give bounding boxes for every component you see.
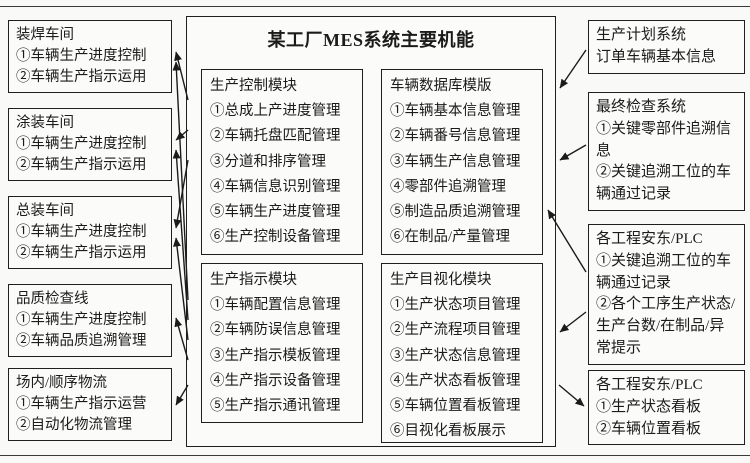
box-item: ①关键追溯工位的车辆通过记录: [596, 252, 732, 291]
mes-main-box: 某工厂MES系统主要机能 生产控制模块 ①总成上产进度管理 ②车辆托盘匹配管理 …: [186, 16, 556, 447]
box-title: 场内/顺序物流: [16, 375, 108, 391]
module-production-control: 生产控制模块 ①总成上产进度管理 ②车辆托盘匹配管理 ③分道和排序管理 ④车辆信…: [201, 69, 363, 255]
box-item: ②各个工序生产状态/生产台数/在制品/异常提示: [596, 296, 736, 356]
module-production-instruction: 生产指示模块 ①车辆配置信息管理 ②车辆防误信息管理 ③生产指示模板管理 ④生产…: [201, 263, 363, 423]
module-production-visualization: 生产目视化模块 ①生产状态项目管理 ②生产流程项目管理 ③生产状态信息管理 ④生…: [381, 263, 543, 443]
box-item: ②车辆生产指示运用: [16, 69, 147, 86]
box-item: ①车辆生产进度控制: [16, 224, 147, 241]
module-item: ③分道和排序管理: [210, 153, 326, 170]
module-item: ①生产状态项目管理: [390, 297, 521, 314]
box-title: 生产计划系统: [596, 27, 687, 43]
module-item: ①车辆基本信息管理: [390, 103, 521, 120]
module-item: ①车辆配置信息管理: [210, 297, 341, 314]
box-title: 总装车间: [16, 203, 74, 219]
module-item: ②车辆番号信息管理: [390, 128, 521, 145]
module-item: ②车辆防误信息管理: [210, 322, 341, 339]
box-final-assembly-shop: 总装车间 ①车辆生产进度控制 ②车辆生产指示运用: [8, 196, 172, 270]
module-item: ⑤车辆生产进度管理: [210, 204, 341, 221]
box-item: ②车辆生产指示运用: [16, 245, 147, 262]
box-item: ①车辆生产指示运营: [16, 396, 147, 413]
bottom-rule: [0, 455, 750, 456]
box-title: 品质检查线: [16, 291, 89, 307]
module-item: ⑥目视化看板展示: [390, 423, 506, 440]
box-item: ②车辆品质追溯管理: [16, 333, 147, 350]
box-item: ②车辆位置看板: [596, 420, 702, 437]
top-rule: [0, 6, 750, 7]
module-item: ④生产状态看板管理: [390, 372, 521, 389]
box-item: ①生产状态看板: [596, 398, 702, 415]
module-item: ③生产指示模板管理: [210, 347, 341, 364]
box-title: 各工程安东/PLC: [596, 231, 703, 247]
box-item: ②车辆生产指示运用: [16, 157, 147, 174]
box-item: ①车辆生产进度控制: [16, 136, 147, 153]
box-item: 订单车辆基本信息: [596, 48, 717, 65]
module-item: ⑤制造品质追溯管理: [390, 204, 521, 221]
box-welding-shop: 装焊车间 ①车辆生产进度控制 ②车辆生产指示运用: [8, 20, 172, 94]
module-item: ⑥在制品/产量管理: [390, 229, 511, 246]
module-item: ③车辆生产信息管理: [390, 153, 521, 170]
module-item: ②生产流程项目管理: [390, 322, 521, 339]
module-item: ④零部件追溯管理: [390, 178, 506, 195]
box-title: 最终检查系统: [596, 99, 687, 115]
box-quality-inspection-line: 品质检查线 ①车辆生产进度控制 ②车辆品质追溯管理: [8, 284, 172, 358]
box-item: ②自动化物流管理: [16, 417, 132, 434]
module-item: ③生产状态信息管理: [390, 347, 521, 364]
module-item: ⑤车辆位置看板管理: [390, 398, 521, 415]
box-andon-plc-kanban: 各工程安东/PLC ①生产状态看板 ②车辆位置看板: [588, 370, 745, 446]
module-item: ①总成上产进度管理: [210, 103, 341, 120]
box-item: ②关键追溯工位的车辆通过记录: [596, 164, 732, 202]
module-title: 生产控制模块: [210, 78, 297, 94]
box-andon-plc-status: 各工程安东/PLC ①关键追溯工位的车辆通过记录 ②各个工序生产状态/生产台数/…: [588, 224, 745, 365]
box-title: 装焊车间: [16, 27, 74, 43]
box-item: ①车辆生产进度控制: [16, 312, 147, 329]
module-title: 生产指示模块: [210, 272, 297, 288]
module-item: ⑤生产指示通讯管理: [210, 398, 341, 415]
box-title: 涂装车间: [16, 115, 74, 131]
module-item: ④生产指示设备管理: [210, 372, 341, 389]
module-item: ④车辆信息识别管理: [210, 178, 341, 195]
diagram-title: 某工厂MES系统主要机能: [267, 30, 475, 50]
box-production-planning-system: 生产计划系统 订单车辆基本信息: [588, 20, 745, 74]
box-title: 各工程安东/PLC: [596, 377, 703, 393]
module-title: 生产目视化模块: [390, 272, 492, 288]
module-title: 车辆数据库模版: [390, 78, 492, 94]
module-vehicle-database: 车辆数据库模版 ①车辆基本信息管理 ②车辆番号信息管理 ③车辆生产信息管理 ④零…: [381, 69, 543, 255]
module-item: ⑥生产控制设备管理: [210, 229, 341, 246]
box-painting-shop: 涂装车间 ①车辆生产进度控制 ②车辆生产指示运用: [8, 108, 172, 182]
box-item: ①关键零部件追溯信息: [596, 120, 732, 159]
module-item: ②车辆托盘匹配管理: [210, 128, 341, 145]
box-inplant-logistics: 场内/顺序物流 ①车辆生产指示运营 ②自动化物流管理: [8, 368, 172, 442]
box-final-inspection-system: 最终检查系统 ①关键零部件追溯信息 ②关键追溯工位的车辆通过记录: [588, 92, 745, 211]
box-item: ①车辆生产进度控制: [16, 48, 147, 65]
